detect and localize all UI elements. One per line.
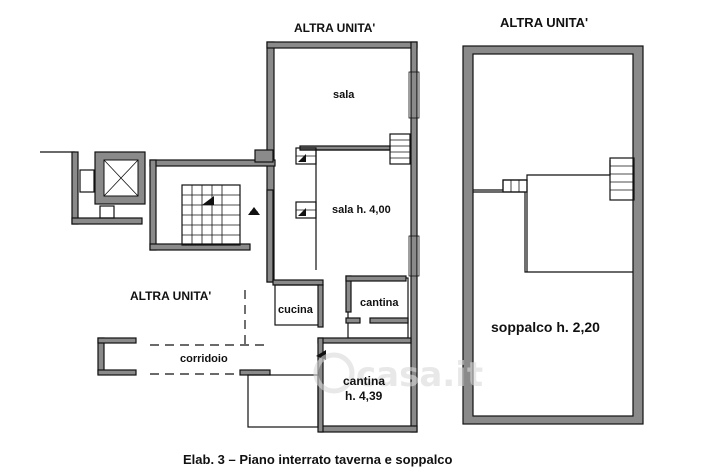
- label-corridoio: corridoio: [180, 353, 228, 365]
- wall-hall-bottom: [149, 243, 251, 251]
- right-plan: [462, 45, 644, 425]
- wall-lower-mid: [317, 337, 412, 344]
- wall-cucina-right: [317, 284, 324, 328]
- elevator-shaft: [94, 151, 146, 205]
- corridor-right-block: [239, 369, 271, 376]
- label-sala: sala: [333, 89, 355, 101]
- label-sala-h: sala h. 4,00: [332, 204, 391, 216]
- main-stair: [181, 184, 241, 246]
- wall-hall-link: [254, 149, 274, 163]
- label-altra-unita-top-right: ALTRA UNITA': [500, 15, 588, 30]
- caption: Elab. 3 – Piano interrato taverna e sopp…: [183, 452, 453, 467]
- wall-main-top: [266, 41, 418, 49]
- wall-hall-left: [149, 159, 157, 251]
- window-right-1: [408, 71, 420, 119]
- watermark: casa.it: [313, 352, 483, 395]
- wall-cucina-top: [272, 279, 324, 286]
- left-small-rooms: [40, 151, 143, 225]
- corridor-left-bottom: [97, 369, 137, 376]
- window-right-2: [408, 235, 420, 277]
- wall-main-bottom: [319, 425, 418, 433]
- soppalco-inner: [472, 53, 634, 417]
- stair-sala: [389, 133, 411, 165]
- label-cucina: cucina: [278, 304, 314, 316]
- label-cantina: cantina: [360, 297, 399, 309]
- label-altra-unita-middle: ALTRA UNITA': [130, 289, 211, 303]
- left-plan: [40, 41, 420, 433]
- watermark-text: casa.it: [356, 355, 483, 395]
- label-soppalco: soppalco h. 2,20: [491, 319, 600, 335]
- soppalco-steps: [502, 179, 528, 193]
- wall-corridor-vertical: [266, 189, 274, 283]
- cantina-room: [345, 275, 409, 339]
- corridor-bottom-room: [247, 374, 319, 428]
- label-altra-unita-top-left: ALTRA UNITA': [294, 21, 375, 35]
- up-arrow: [248, 207, 260, 215]
- corridor-left-top: [97, 337, 137, 344]
- label-cantina-lower-1: cantina: [343, 374, 385, 388]
- steps-sala-lower: [295, 201, 317, 219]
- soppalco-stair: [609, 157, 635, 201]
- label-cantina-lower-2: h. 4,39: [345, 389, 383, 403]
